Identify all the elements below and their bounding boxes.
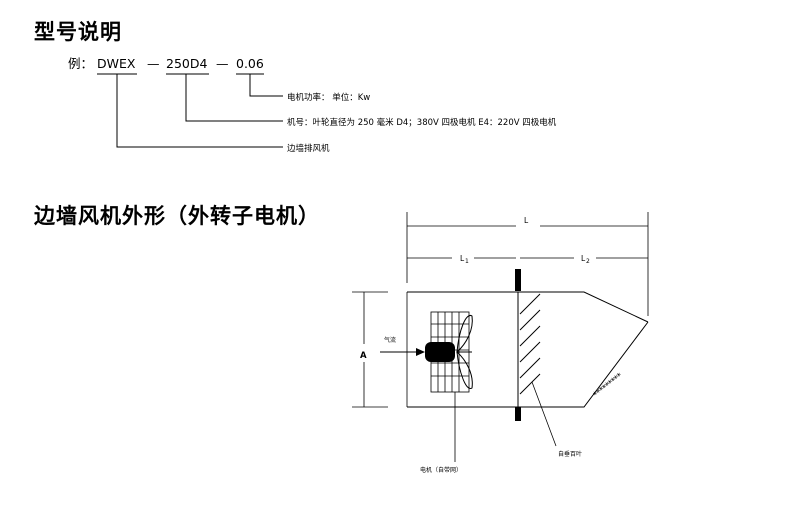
motor-body [425, 342, 455, 362]
dim-l-label: L [524, 216, 529, 225]
model-code-size: 250D4 [166, 56, 207, 71]
note-power: 电机功率： 单位：Kw [287, 92, 370, 103]
louver-leader [531, 381, 557, 447]
motor-label: 电机（自带网） [420, 466, 462, 474]
dim-l1-subscript: 1 [465, 258, 469, 265]
dim-a-label: A [360, 351, 367, 361]
louver-post-bottom [515, 407, 521, 421]
model-code-dash-2: — [216, 56, 229, 71]
note-machine-no: 机号：叶轮直径为 250 毫米 D4；380V 四极电机 E4：220V 四极电… [287, 117, 557, 128]
heading-wall-fan-shape: 边墙风机外形（外转子电机） [34, 204, 320, 228]
housing-bottom [407, 321, 649, 408]
housing-top [407, 291, 649, 323]
outlet-hatch: ********* [592, 372, 625, 401]
leader-type [116, 74, 283, 148]
louver-slats [519, 293, 541, 395]
louver-post-top [515, 269, 521, 291]
louver-label: 自垂百叶 [558, 450, 582, 458]
model-code-series: DWEX [97, 56, 136, 71]
dim-l1-label: L [460, 254, 465, 263]
airflow-label: 气流 [384, 336, 396, 344]
leader-machine-no [185, 74, 283, 122]
dim-l2-subscript: 2 [586, 258, 590, 265]
note-type: 边墙排风机 [287, 143, 330, 154]
model-example-prefix: 例： [68, 56, 93, 71]
model-code-dash-1: — [147, 56, 160, 71]
airflow-arrow-head [416, 348, 425, 356]
fan-blades [456, 314, 473, 389]
model-code-power: 0.06 [236, 56, 264, 71]
leader-power [249, 74, 283, 97]
heading-model-explanation: 型号说明 [34, 20, 122, 44]
dim-l2-label: L [581, 254, 586, 263]
